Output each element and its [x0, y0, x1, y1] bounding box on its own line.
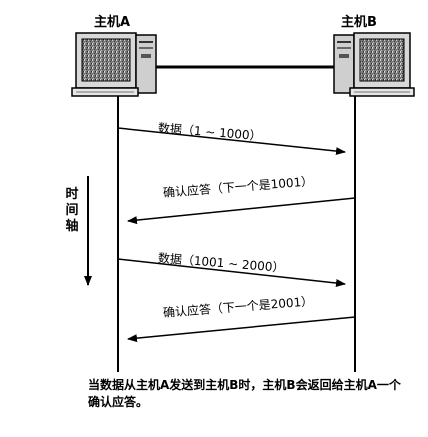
diagram-caption: 当数据从主机A发送到主机B时，主机B会返回给主机A一个确认应答。 [88, 378, 401, 409]
message-arrow-2 [127, 197, 356, 225]
message-arrow-4 [127, 316, 356, 343]
host-a-label: 主机A [94, 15, 131, 30]
message-arrow-1 [117, 127, 346, 156]
computer-icon [333, 32, 415, 97]
computer-icon [71, 32, 157, 97]
message-arrow-3 [117, 258, 346, 287]
timeline-label: 时间轴 [65, 187, 79, 234]
host-b-label: 主机B [341, 15, 377, 30]
